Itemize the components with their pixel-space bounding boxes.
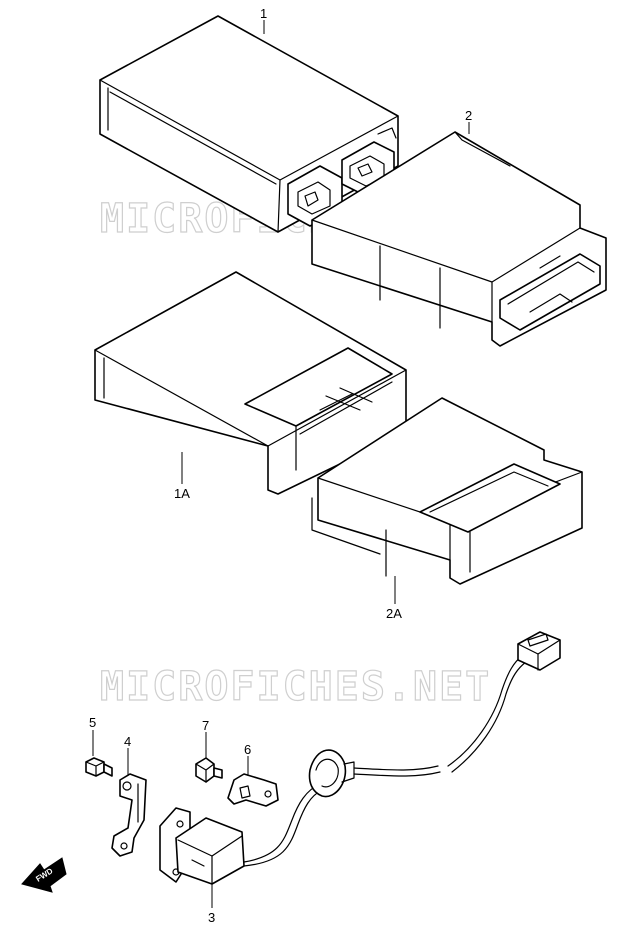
part-3-sensor-harness [159, 631, 561, 885]
callout-1: 1 [260, 6, 267, 21]
callout-1a: 1A [174, 486, 190, 501]
callout-2a: 2A [386, 606, 402, 621]
callout-5: 5 [89, 715, 96, 730]
callout-3: 3 [208, 910, 215, 925]
part-5-bolt [85, 757, 113, 777]
watermark-bottom: MICROFICHES.NET [100, 664, 491, 710]
callout-6: 6 [244, 742, 251, 757]
part-2a-ecu-cover [311, 397, 583, 585]
part-7-screw [195, 757, 223, 783]
part-4-bracket [111, 773, 147, 857]
part-1a-ignitor-unit [94, 271, 407, 495]
part-2-ecu-cover [311, 131, 607, 347]
fwd-direction-arrow: FWD [21, 857, 67, 893]
callout-2: 2 [465, 108, 472, 123]
callout-7: 7 [202, 718, 209, 733]
part-6-clamp-plate [227, 773, 279, 807]
callout-4: 4 [124, 734, 131, 749]
